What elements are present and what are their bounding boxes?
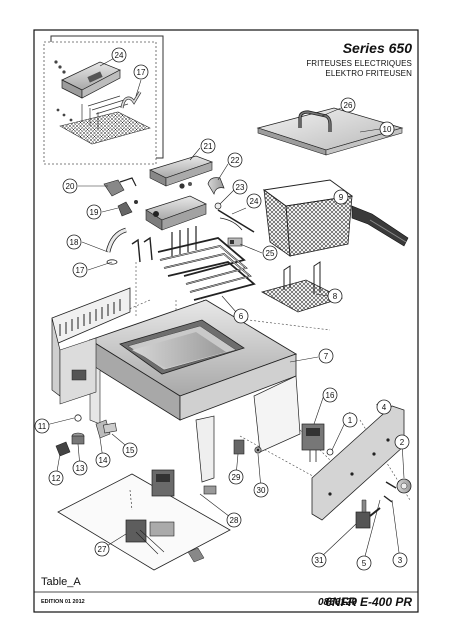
- callout-31: 31: [315, 556, 324, 565]
- callout-12: 12: [52, 474, 61, 483]
- callout-9: 9: [339, 193, 344, 202]
- callout-22: 22: [231, 156, 240, 165]
- drain-fittings: [233, 439, 262, 455]
- small-basket: [260, 261, 344, 313]
- callout-15: 15: [126, 446, 135, 455]
- callout-14: 14: [99, 456, 108, 465]
- heating-elements: [157, 226, 256, 301]
- callout-3: 3: [398, 556, 403, 565]
- callout-26: 26: [344, 101, 353, 110]
- callout-17: 17: [76, 266, 85, 275]
- callout-11: 11: [38, 422, 47, 431]
- series-title: Series 650: [342, 40, 412, 56]
- callout-circles: [34, 47, 410, 571]
- callout-7: 7: [324, 352, 329, 361]
- small-parts: [55, 414, 117, 457]
- control-knob: [396, 478, 412, 494]
- callout-6: 6: [239, 312, 244, 321]
- callout-13: 13: [76, 464, 85, 473]
- sheet-border: [33, 29, 419, 613]
- edition-label: EDITION 01 2012: [41, 599, 85, 605]
- subtitle-german: ELEKTRO FRITEUSEN: [325, 69, 412, 78]
- frying-basket: [262, 179, 409, 257]
- callout-23: 23: [236, 183, 245, 192]
- callout-28: 28: [230, 516, 239, 525]
- screws: [383, 481, 397, 503]
- element-bracket: [103, 177, 138, 217]
- callout-1: 1: [348, 416, 353, 425]
- callout-numbers: 24 17 26 10 21 22 23 24 25 20 19 18 17 9…: [38, 51, 405, 568]
- control-panel: [311, 401, 405, 521]
- callout-29: 29: [232, 473, 241, 482]
- callout-4: 4: [382, 403, 387, 412]
- callout-27: 27: [98, 545, 107, 554]
- callout-25: 25: [266, 249, 275, 258]
- callout-24-inset: 24: [115, 51, 124, 60]
- callout-16: 16: [326, 391, 335, 400]
- callout-21: 21: [204, 142, 213, 151]
- thermostat-switch: [301, 423, 334, 462]
- fryer-body: [51, 287, 301, 483]
- subtitle-french: FRITEUSES ELECTRIQUES: [306, 59, 412, 68]
- callout-24: 24: [250, 197, 259, 206]
- callout-8: 8: [333, 292, 338, 301]
- callout-20: 20: [66, 182, 75, 191]
- callout-10: 10: [383, 125, 392, 134]
- document-code: 0856129: [318, 597, 357, 608]
- callout-30: 30: [257, 486, 266, 495]
- inset-detail: [43, 35, 164, 165]
- heater-head: [145, 195, 207, 231]
- drain-hose: [105, 227, 153, 265]
- callout-2: 2: [400, 438, 405, 447]
- callout-17-inset: 17: [137, 68, 146, 77]
- table-label: Table_A: [41, 576, 81, 588]
- callout-18: 18: [70, 238, 79, 247]
- drain-valve: [355, 499, 381, 529]
- element-cover: [149, 155, 214, 189]
- drain-elbow: [207, 177, 225, 195]
- callout-19: 19: [90, 208, 99, 217]
- small-terminal: [227, 237, 243, 247]
- lid-assembly: [256, 107, 404, 156]
- callout-5: 5: [362, 559, 367, 568]
- contactor-board: [57, 469, 231, 571]
- model-name: 6NFR E-400 PR: [325, 595, 412, 609]
- thermostat-probe: [214, 202, 255, 233]
